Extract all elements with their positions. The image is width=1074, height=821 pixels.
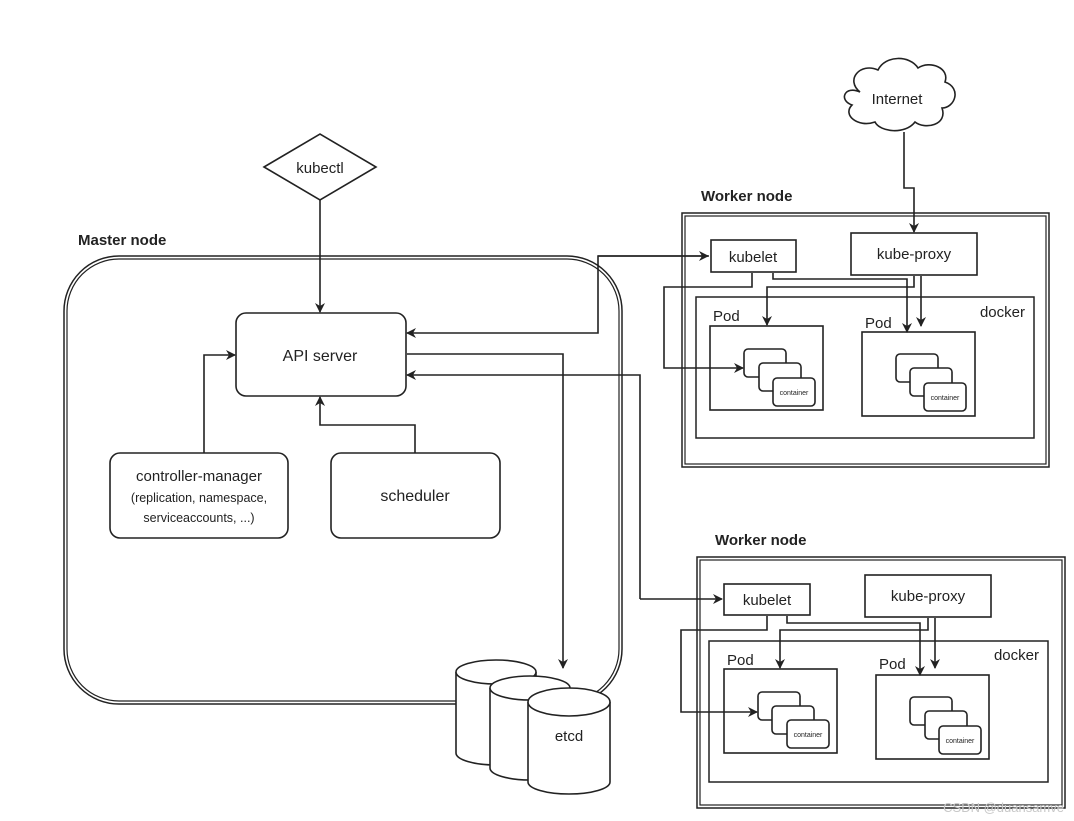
scheduler-label: scheduler [380, 488, 450, 505]
kubelet-1-box [710, 239, 797, 273]
pod-1a-label: Pod [713, 308, 740, 325]
api-server-box: API server [235, 312, 407, 397]
kubectl-label: kubectl [296, 160, 344, 177]
pod-1b-container-label: container [931, 395, 960, 402]
pod-1a-container-label: container [780, 390, 809, 397]
arrow-proxy2-to-pod2a [775, 618, 929, 669]
worker-node-2: Worker node kubelet kube-proxy docker Po… [680, 532, 1066, 809]
arrow-internet-to-proxy1 [903, 132, 919, 233]
kubectl-node: kubectl [262, 133, 378, 201]
arrow-controller-to-api [203, 350, 236, 453]
worker-node-1-label: Worker node [701, 188, 792, 205]
arrow-scheduler-to-api [315, 396, 416, 453]
pod-2b-label: Pod [879, 656, 906, 673]
kubelet-2-label: kubelet [743, 592, 792, 609]
controller-manager-line2: serviceaccounts, ...) [143, 511, 254, 525]
kubelet-1-label: kubelet [729, 249, 778, 266]
docker-2-label: docker [994, 647, 1039, 664]
arrow-proxy1-to-pod1a [762, 276, 915, 326]
scheduler-box: scheduler [330, 452, 501, 539]
arrow-kubelet2-to-pod2a [680, 616, 768, 717]
controller-manager-box: controller-manager (replication, namespa… [109, 452, 289, 539]
kubelet-2-box [723, 583, 811, 616]
kube-proxy-1-label: kube-proxy [877, 246, 952, 263]
master-node-label: Master node [78, 232, 166, 249]
controller-manager-line1: (replication, namespace, [131, 491, 267, 505]
kube-proxy-2-label: kube-proxy [891, 588, 966, 605]
docker-1-label: docker [980, 304, 1025, 321]
etcd-label: etcd [555, 728, 583, 745]
pod-2a-label: Pod [727, 652, 754, 669]
arrow-api-to-etcd [407, 353, 568, 669]
arrow-kubelet2-to-pod2b [786, 616, 925, 676]
controller-manager-title: controller-manager [136, 468, 262, 485]
api-server-label: API server [283, 348, 358, 365]
pod-1b-label: Pod [865, 315, 892, 332]
arrow-kubelet2-to-api [406, 370, 641, 599]
kube-proxy-2-box [864, 574, 992, 618]
internet-label: Internet [872, 91, 924, 108]
pod-2a-container-label: container [794, 732, 823, 739]
worker-node-1: Worker node kubelet kube-proxy docker Po… [663, 132, 1050, 468]
master-node-frame [63, 255, 623, 705]
kube-proxy-1-box [850, 232, 978, 276]
arrow-kubelet1-to-pod1a [663, 273, 753, 373]
arrow-kubelet1-to-pod1b [772, 273, 912, 333]
etcd-cluster: etcd [455, 659, 611, 795]
internet-cloud: Internet [843, 57, 956, 132]
pod-2b-container-label: container [946, 738, 975, 745]
watermark: CSDN @duansamve [943, 800, 1064, 815]
etcd-cylinder-3 [527, 687, 611, 795]
worker-node-2-label: Worker node [715, 532, 806, 549]
